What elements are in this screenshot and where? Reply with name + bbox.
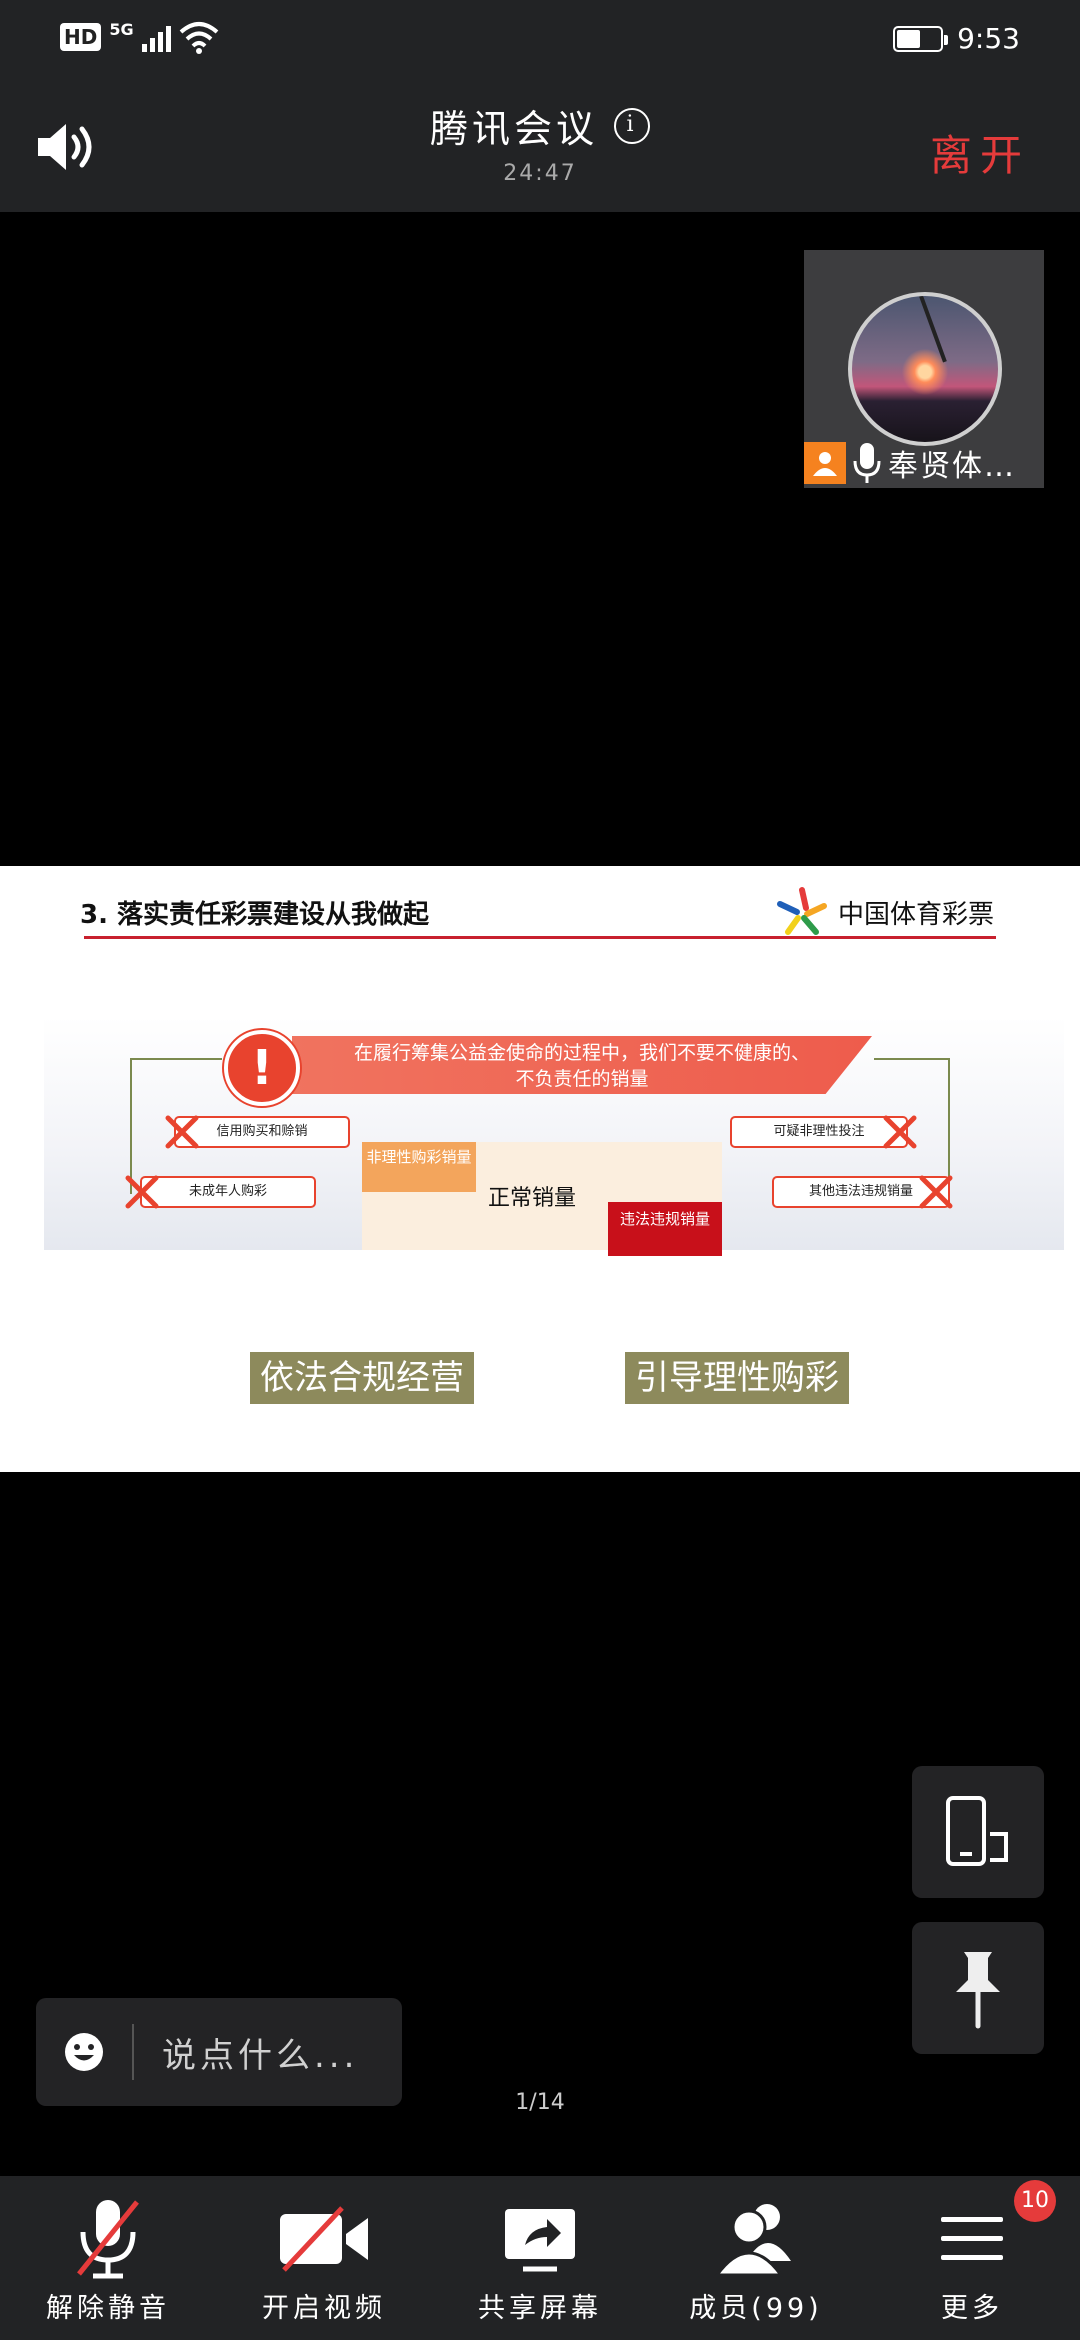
avatar <box>848 292 1002 446</box>
clock: 9:53 <box>957 22 1020 55</box>
responsibility-diagram: 在履行筹集公益金使命的过程中，我们不要不健康的、 不负责任的销量 ! 信用购买和… <box>44 1016 1064 1256</box>
minor-purchase-box: 未成年人购彩 <box>140 1176 316 1208</box>
hd-indicator: HD <box>60 23 102 51</box>
meeting-title[interactable]: 腾讯会议 i <box>430 98 650 153</box>
start-video-label: 开启视频 <box>262 2293 386 2324</box>
share-screen-button[interactable]: 共享屏幕 <box>432 2176 648 2340</box>
flow-line-right-horizontal <box>874 1058 950 1060</box>
logo-text: 中国体育彩票 <box>837 899 994 930</box>
meeting-timer: 24:47 <box>503 161 577 186</box>
banner-line-2: 不负责任的销量 <box>515 1068 649 1090</box>
more-label: 更多 <box>941 2293 1003 2324</box>
bottom-toolbar: 解除静音 开启视频 共享屏幕 <box>0 2176 1080 2340</box>
pin-icon <box>956 1952 1000 2029</box>
lottery-logo: 中国体育彩票 <box>776 886 994 938</box>
share-screen-icon <box>505 2209 575 2272</box>
warning-banner: 在履行筹集公益金使命的过程中，我们不要不健康的、 不负责任的销量 <box>292 1036 872 1094</box>
unmute-label: 解除静音 <box>46 2293 170 2324</box>
banner-line-1: 在履行筹集公益金使命的过程中，我们不要不健康的、 <box>353 1042 810 1064</box>
lottery-star-icon <box>776 887 827 935</box>
microphone-icon <box>853 443 881 483</box>
emoji-icon[interactable] <box>64 2032 104 2072</box>
pin-button[interactable] <box>912 1922 1044 2054</box>
speaker-icon[interactable] <box>36 120 100 174</box>
cross-icon <box>165 1115 199 1149</box>
chat-input[interactable]: 说点什么... <box>36 1998 402 2106</box>
compliance-pill: 依法合规经营 <box>250 1352 474 1404</box>
participant-info: 奉贤体… <box>804 438 1044 488</box>
members-icon <box>714 2204 791 2277</box>
signal-icon <box>141 22 171 52</box>
status-right: 9:53 <box>893 22 1020 55</box>
start-video-button[interactable]: 开启视频 <box>216 2176 432 2340</box>
exclamation-icon: ! <box>224 1030 300 1106</box>
network-type: 5G <box>109 20 134 39</box>
menu-icon <box>941 2217 1003 2260</box>
members-button[interactable]: 成员(99) <box>648 2176 864 2340</box>
rotate-phone-icon <box>946 1796 1008 1866</box>
cross-icon <box>883 1115 917 1149</box>
cross-icon <box>919 1175 953 1209</box>
participant-tile[interactable]: 奉贤体… <box>804 250 1044 488</box>
battery-icon <box>893 25 949 52</box>
members-label: 成员(99) <box>689 2293 823 2324</box>
status-left: HD 5G <box>60 20 219 54</box>
chat-placeholder: 说点什么... <box>162 2035 359 2076</box>
leave-button[interactable]: 离开 <box>929 131 1030 180</box>
other-illegal-box: 其他违法违规销量 <box>772 1176 950 1208</box>
slide-divider <box>84 936 996 939</box>
cross-icon <box>125 1175 159 1209</box>
normal-sales-label: 正常销量 <box>488 1186 577 1211</box>
muted-microphone-icon <box>77 2200 139 2279</box>
notification-badge: 10 <box>1014 2180 1056 2222</box>
share-screen-label: 共享屏幕 <box>478 2293 602 2324</box>
flow-line-left-horizontal <box>130 1058 222 1060</box>
info-icon[interactable]: i <box>614 107 650 144</box>
irrational-sales-box: 非理性购彩销量 <box>362 1142 476 1192</box>
rational-pill: 引导理性购彩 <box>625 1352 849 1404</box>
rotate-screen-button[interactable] <box>912 1766 1044 1898</box>
chat-divider <box>132 2024 134 2080</box>
wifi-icon <box>179 22 218 54</box>
credit-purchase-box: 信用购买和赊销 <box>174 1116 350 1148</box>
slide-title: 3. 落实责任彩票建设从我做起 <box>80 900 430 930</box>
flow-line-right-vertical <box>948 1058 950 1194</box>
video-off-icon <box>280 2206 368 2272</box>
flow-line-left-vertical <box>130 1058 132 1194</box>
status-bar: HD 5G 9:53 <box>0 0 1080 80</box>
shared-slide[interactable]: 3. 落实责任彩票建设从我做起 中国体育彩票 在履行筹集公益金使命的过程中，我们… <box>0 866 1080 1472</box>
illegal-sales-box: 违法违规销量 <box>608 1202 722 1256</box>
person-icon <box>804 442 846 484</box>
participant-name: 奉贤体… <box>888 449 1016 484</box>
irrational-bet-box: 可疑非理性投注 <box>730 1116 908 1148</box>
meeting-title-text: 腾讯会议 <box>429 107 598 151</box>
page-indicator: 1/14 <box>515 2090 565 2115</box>
unmute-button[interactable]: 解除静音 <box>0 2176 216 2340</box>
title-block: 腾讯会议 i 24:47 <box>0 98 1080 186</box>
meeting-header: 腾讯会议 i 24:47 离开 <box>0 80 1080 212</box>
more-button[interactable]: 10 更多 <box>864 2176 1080 2340</box>
